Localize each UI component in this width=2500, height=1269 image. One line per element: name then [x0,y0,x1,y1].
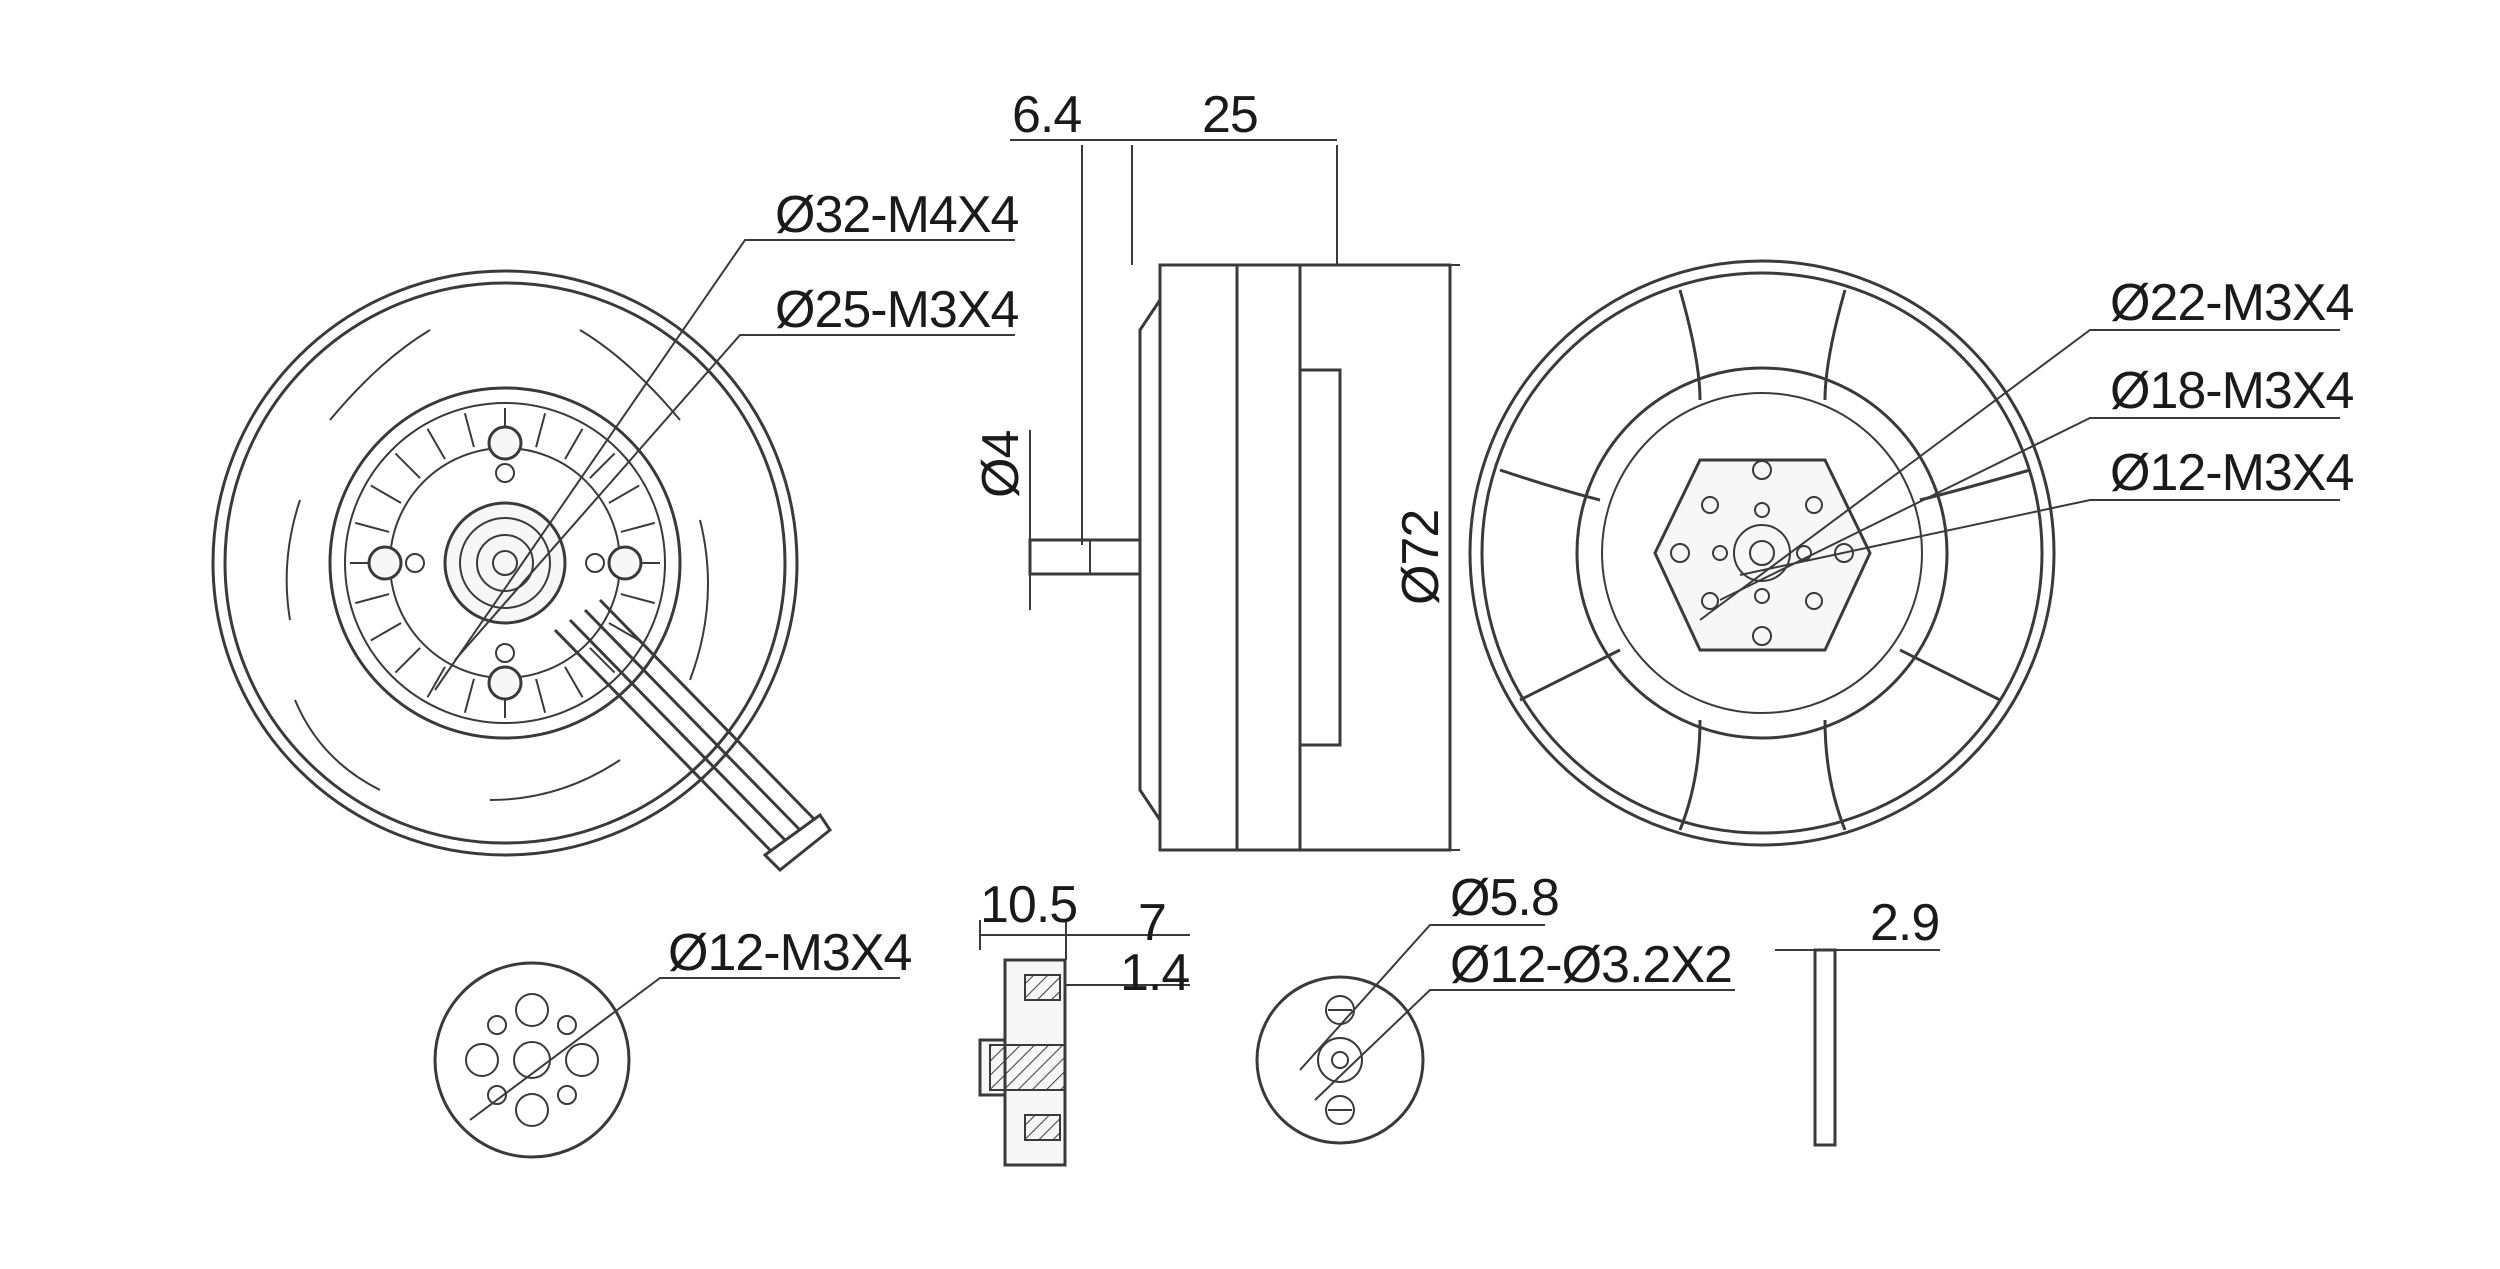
stator-slot [564,428,584,460]
motor-side-view [1010,139,1460,852]
label-d12-m3x4-adapter: Ø12-M3X4 [668,924,912,982]
label-6-4: 6.4 [1012,86,1081,144]
stator-slot [608,484,640,504]
label-7: 7 [1138,894,1166,952]
stator-slot [535,678,547,713]
label-25: 25 [1202,86,1258,144]
stator-slot [589,452,616,479]
motor-top-view [1468,259,2340,847]
label-d12-m3x4-top: Ø12-M3X4 [2110,444,2354,502]
bottom-view-spokes [285,329,709,801]
label-d18-m3x4: Ø18-M3X4 [2110,362,2354,420]
motor-wires [553,598,833,873]
stator-slot [608,622,640,642]
washer-side-view [1775,948,1940,1147]
stator-slot [589,647,616,674]
stator-slot [620,593,655,605]
rotor-spokes [1499,289,2031,831]
label-d72: Ø72 [1392,510,1450,605]
stator-slot [394,647,421,674]
stator-slot [370,484,402,504]
stator-slot [355,593,390,605]
label-d25-m3x4: Ø25-M3X4 [775,281,1019,339]
stator-slot [355,521,390,533]
label-d22-m3x4: Ø22-M3X4 [2110,274,2354,332]
label-d12-d3-2x2: Ø12-Ø3.2X2 [1450,936,1732,994]
label-10-5: 10.5 [980,876,1077,934]
mount-holes-25 [405,463,605,663]
rotor-holes [1670,460,1854,646]
stator-slot [620,521,655,533]
stator-slots [350,408,660,718]
mount-holes-32 [367,425,643,701]
label-d5-8: Ø5.8 [1450,869,1559,927]
label-d32-m4x4: Ø32-M4X4 [775,186,1019,244]
stator-slot [426,428,446,460]
motor-bottom-view [211,239,1015,873]
stator-slot [370,622,402,642]
stator-slot [394,452,421,479]
stator-slot [426,666,446,698]
washer-face-view [1255,924,1735,1145]
label-d4: Ø4 [972,431,1030,498]
adapter-face-view [433,961,900,1159]
adapter-section-view [978,920,1190,1167]
label-1-4: 1.4 [1120,944,1189,1002]
stator-slot [463,678,475,713]
stator-slot [463,413,475,448]
stator-slot [535,413,547,448]
stator-slot [564,666,584,698]
label-2-9: 2.9 [1870,894,1939,952]
